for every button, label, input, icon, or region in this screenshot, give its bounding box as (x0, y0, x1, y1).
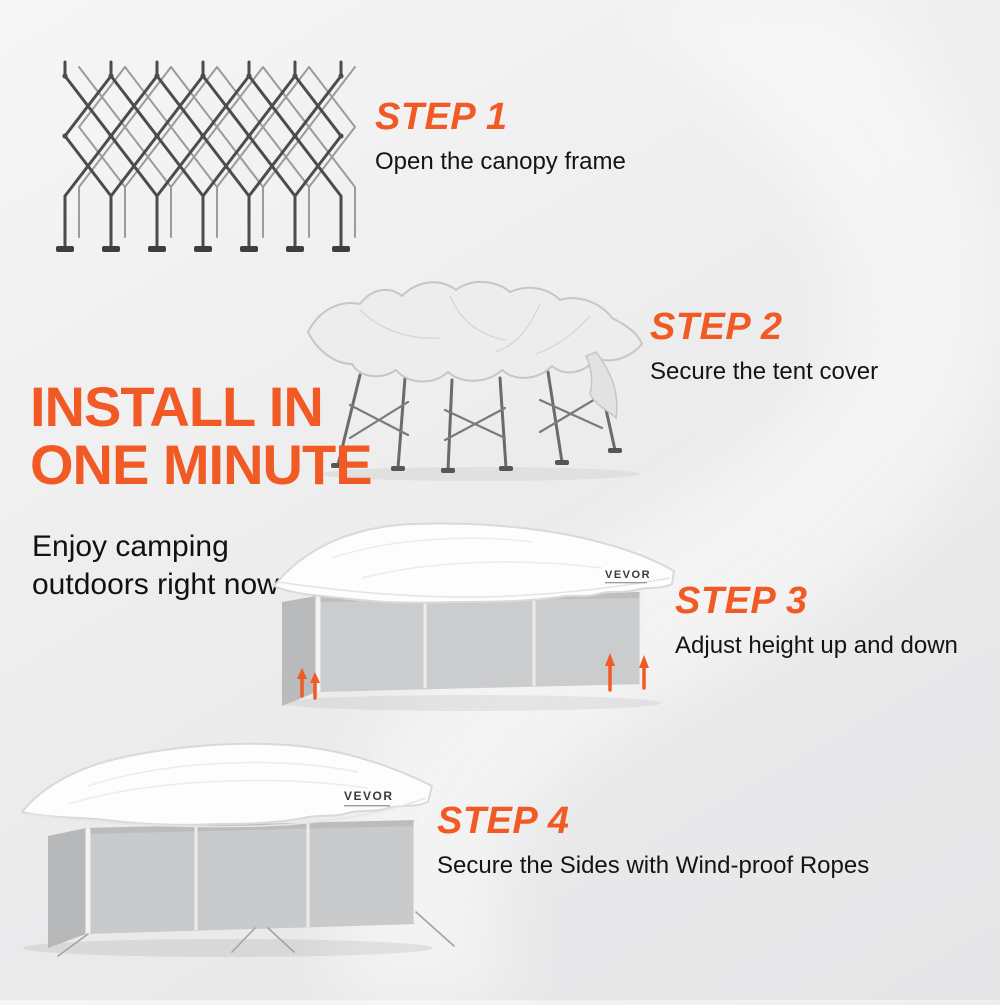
step-3-illustration-canopy-height: VEVOR (272, 498, 677, 716)
headline: INSTALL IN ONE MINUTE (30, 375, 373, 497)
step-2-description: Secure the tent cover (650, 358, 879, 385)
step-4-label: STEP 4 (437, 800, 570, 842)
open-frame-legs (336, 358, 617, 472)
front-sidewall (316, 592, 644, 692)
cover-fold-lines (359, 295, 591, 355)
subtitle-line-2: outdoors right now (32, 567, 279, 601)
canopy-roof (21, 742, 433, 826)
frame-feet (331, 448, 622, 473)
wall-seams (194, 823, 310, 930)
open-frame-braces (348, 393, 604, 442)
front-sidewall (86, 820, 418, 934)
wall-seams (423, 594, 536, 688)
vevor-logo-step3: VEVOR (605, 569, 651, 581)
step-3-label: STEP 3 (675, 580, 808, 622)
cover-hanging-flap (584, 351, 618, 420)
step-1-label: STEP 1 (375, 96, 508, 138)
left-sidewall (48, 828, 86, 948)
step-3-text-block: STEP 3 Adjust height up and down (675, 580, 958, 660)
roof-shading (67, 761, 369, 805)
vevor-tagline-bar-step4 (344, 805, 390, 807)
step-2-label: STEP 2 (650, 306, 783, 348)
canopy-legs (85, 819, 419, 935)
left-sidewall (282, 596, 316, 706)
step-2-illustration-tent-cover (290, 260, 670, 495)
step-2-text-block: STEP 2 Secure the tent cover (650, 306, 878, 386)
tent-cover-fabric (307, 281, 643, 383)
step-1-text-block: STEP 1 Open the canopy frame (375, 96, 626, 176)
step-1-description: Open the canopy frame (375, 148, 626, 175)
windproof-ropes (57, 911, 455, 957)
height-adjust-arrows (297, 653, 649, 700)
step-1-illustration-folded-frame (50, 50, 360, 270)
vevor-logo-step4: VEVOR (344, 789, 394, 803)
step-3-description: Adjust height up and down (675, 632, 958, 659)
step-4-description: Secure the Sides with Wind-proof Ropes (437, 852, 870, 879)
vevor-tagline-bar-step3 (605, 582, 647, 584)
headline-subtitle: Enjoy camping outdoors right now (32, 528, 279, 603)
step-4-text-block: STEP 4 Secure the Sides with Wind-proof … (437, 800, 869, 880)
headline-line-2: ONE MINUTE (30, 433, 373, 497)
subtitle-line-1: Enjoy camping (32, 530, 229, 563)
headline-line-1: INSTALL IN (30, 375, 324, 438)
step-4-illustration-canopy-ropes: VEVOR (18, 716, 458, 961)
roof-shading (331, 537, 603, 579)
